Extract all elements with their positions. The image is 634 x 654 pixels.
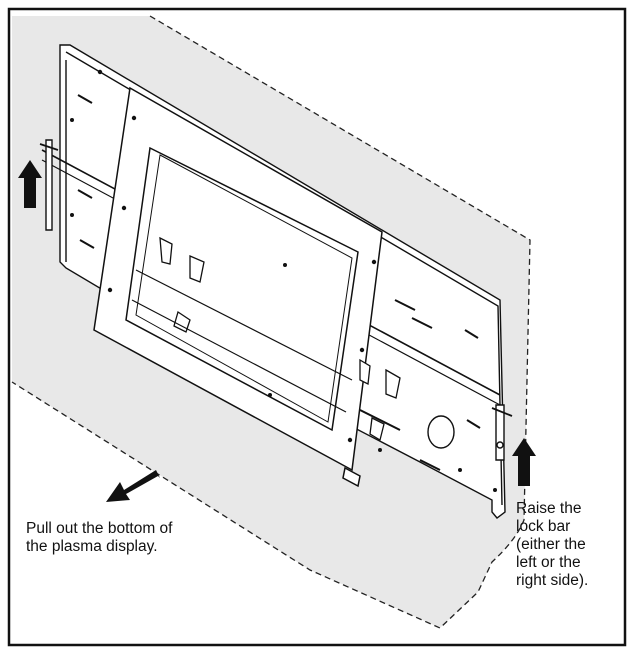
- raise-lock-bar-caption: Raise the lock bar (either the left or t…: [516, 500, 626, 590]
- raise-lock-caption-line: lock bar: [516, 518, 571, 535]
- raise-lock-caption-line: right side).: [516, 572, 589, 589]
- raise-lock-caption-line: (either the: [516, 536, 586, 553]
- raise-lock-caption-line: left or the: [516, 554, 581, 571]
- up-arrow-icon: [512, 438, 536, 486]
- display-frame-icon: [93, 86, 401, 488]
- wall-dashed-edge: [11, 15, 531, 629]
- raise-lock-caption-line: Raise the: [516, 500, 582, 517]
- pull-arrow-icon: [106, 470, 160, 502]
- pull-out-caption: Pull out the bottom of the plasma displa…: [26, 520, 266, 556]
- up-arrow-icon: [18, 160, 42, 208]
- pull-out-caption-line: the plasma display.: [26, 538, 158, 555]
- pull-out-caption-line: Pull out the bottom of: [26, 520, 173, 537]
